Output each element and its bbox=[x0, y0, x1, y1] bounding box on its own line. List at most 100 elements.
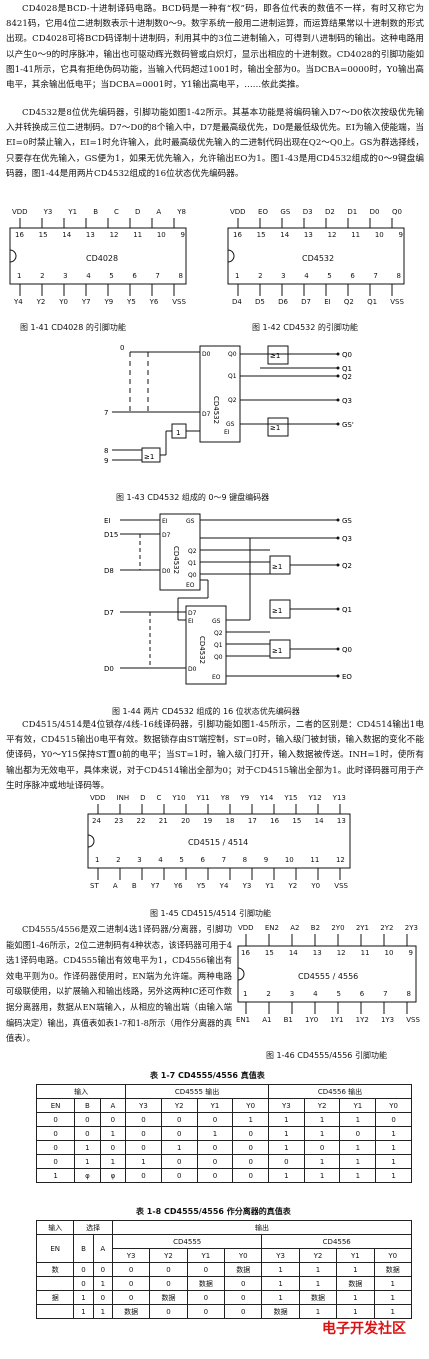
paragraph-cd4555: CD4555/4556是双二进制4选1译码器/分离器，引脚功能如图1-46所示，… bbox=[6, 924, 232, 1044]
lower-pin-eo: EO bbox=[212, 674, 221, 681]
out-q1: Q1 bbox=[342, 606, 352, 614]
cd4515-chip-name: CD4515 / 4514 bbox=[188, 838, 249, 847]
header-select: 选择 bbox=[73, 1220, 113, 1235]
lower-pin-q2: Q2 bbox=[214, 630, 223, 637]
header-cd4556-output: CD4556 输出 bbox=[268, 1084, 412, 1099]
or-gate-q2-label: ≥1 bbox=[272, 563, 282, 571]
out-q3: Q3 bbox=[342, 535, 352, 543]
encoder-chip-lower bbox=[185, 605, 227, 685]
paragraph-cd4515: CD4515/4514是4位锁存/4线-16线译码器，引脚功能如图1-45所示，… bbox=[6, 720, 424, 791]
header-input: 输入 bbox=[35, 1084, 127, 1099]
caption-fig-1-44: 图 1-44 两片 CD4532 组成的 16 位状态优先编码器 bbox=[112, 707, 300, 716]
paragraph-cd4028: CD4028是BCD-十进制译码电路。BCD码是一种有“权”码，即各位代表的数值… bbox=[6, 4, 424, 91]
upper-pin-q2: Q2 bbox=[188, 548, 197, 555]
key-0-label: 0 bbox=[120, 344, 124, 352]
lower-chip-label: CD4532 bbox=[198, 636, 206, 664]
paragraph-cd4532: CD4532是8位优先编码器，引脚功能如图1-42所示。其基本功能是将编码输入D… bbox=[6, 108, 424, 179]
pin-ei: EI bbox=[224, 429, 230, 436]
gate-label-bottom: ≥1 bbox=[270, 424, 280, 432]
upper-pin-eo: EO bbox=[186, 582, 195, 589]
pin-q0: Q0 bbox=[228, 351, 237, 358]
in-d0: D0 bbox=[104, 665, 114, 673]
or-gate-q0-label: ≥1 bbox=[272, 647, 282, 655]
out-q1: Q1 bbox=[342, 365, 352, 373]
upper-pin-d7: D7 bbox=[162, 532, 171, 539]
upper-chip-label: CD4532 bbox=[172, 546, 180, 574]
cd4532-chip-body bbox=[227, 218, 405, 296]
table-header-row: 输入 CD4555 输出 CD4556 输出 bbox=[35, 1084, 412, 1099]
out-gs: GS' bbox=[342, 421, 354, 429]
cd4532-chip-name: CD4532 bbox=[302, 254, 335, 263]
figure-16bit-encoder: CD4532 CD4532 EI D7 D0 GS Q2 Q1 Q0 EO D7… bbox=[104, 513, 352, 685]
watermark-logo: 电子开发社区 bbox=[322, 1321, 406, 1337]
in-d7: D7 bbox=[104, 609, 114, 617]
caption-fig-1-46: 图 1-46 CD4555/4556 引脚功能 bbox=[266, 1051, 387, 1060]
upper-pin-q1: Q1 bbox=[188, 560, 197, 567]
or-gate-input-label: ≥1 bbox=[144, 453, 154, 461]
caption-fig-1-43: 图 1-43 CD4532 组成的 0～9 键盘编码器 bbox=[116, 493, 270, 502]
table-1-8-title: 表 1-8 CD4555/4556 作分离器的真值表 bbox=[136, 1207, 291, 1216]
in-ei: EI bbox=[104, 517, 111, 525]
caption-fig-1-42: 图 1-42 CD4532 的引脚功能 bbox=[252, 323, 358, 332]
caption-fig-1-41: 图 1-41 CD4028 的引脚功能 bbox=[20, 323, 126, 332]
figure-keyboard-encoder: CD4532 D0 D7 EI Q0 Q1 Q2 GS ≥1 ≥1 1 ≥1 0… bbox=[104, 344, 354, 465]
pin-d0: D0 bbox=[202, 351, 211, 358]
out-q0: Q0 bbox=[342, 646, 352, 654]
upper-pin-ei: EI bbox=[162, 518, 168, 525]
key-9-label: 9 bbox=[104, 457, 108, 465]
upper-pin-d0: D0 bbox=[162, 568, 171, 575]
encoder-chip-upper bbox=[159, 513, 201, 591]
cd4555-chip-body bbox=[237, 934, 417, 1014]
cd4555-chip-name: CD4555 / 4556 bbox=[298, 972, 359, 981]
header-output: 输出 bbox=[111, 1220, 413, 1235]
encoder-chip bbox=[199, 345, 241, 443]
in-d15: D15 bbox=[104, 531, 118, 539]
table-header-row: 输入 选择 输出 bbox=[35, 1220, 413, 1235]
inverter-label: 1 bbox=[176, 429, 180, 437]
encoder-chip-label: CD4532 bbox=[212, 396, 220, 424]
out-q3: Q3 bbox=[342, 397, 352, 405]
out-eo: EO bbox=[342, 673, 352, 681]
or-gate-gs bbox=[267, 417, 289, 437]
table-header-row: EN B A CD4555 CD4556 bbox=[35, 1234, 412, 1263]
out-q2: Q2 bbox=[342, 562, 352, 570]
cd4028-chip-body bbox=[9, 218, 187, 296]
out-q2: Q2 bbox=[342, 373, 352, 381]
key-8-label: 8 bbox=[104, 447, 108, 455]
cd4515-chip-body bbox=[87, 804, 351, 880]
header-cd4555: CD4555 bbox=[111, 1234, 263, 1249]
gate-label-top: ≥1 bbox=[270, 352, 280, 360]
header-cd4556: CD4556 bbox=[261, 1234, 412, 1249]
in-d8: D8 bbox=[104, 567, 114, 575]
lower-pin-q0: Q0 bbox=[214, 654, 223, 661]
header-input: 输入 bbox=[35, 1220, 75, 1235]
lower-pin-gs: GS bbox=[212, 618, 221, 625]
key-7-label: 7 bbox=[104, 409, 108, 417]
